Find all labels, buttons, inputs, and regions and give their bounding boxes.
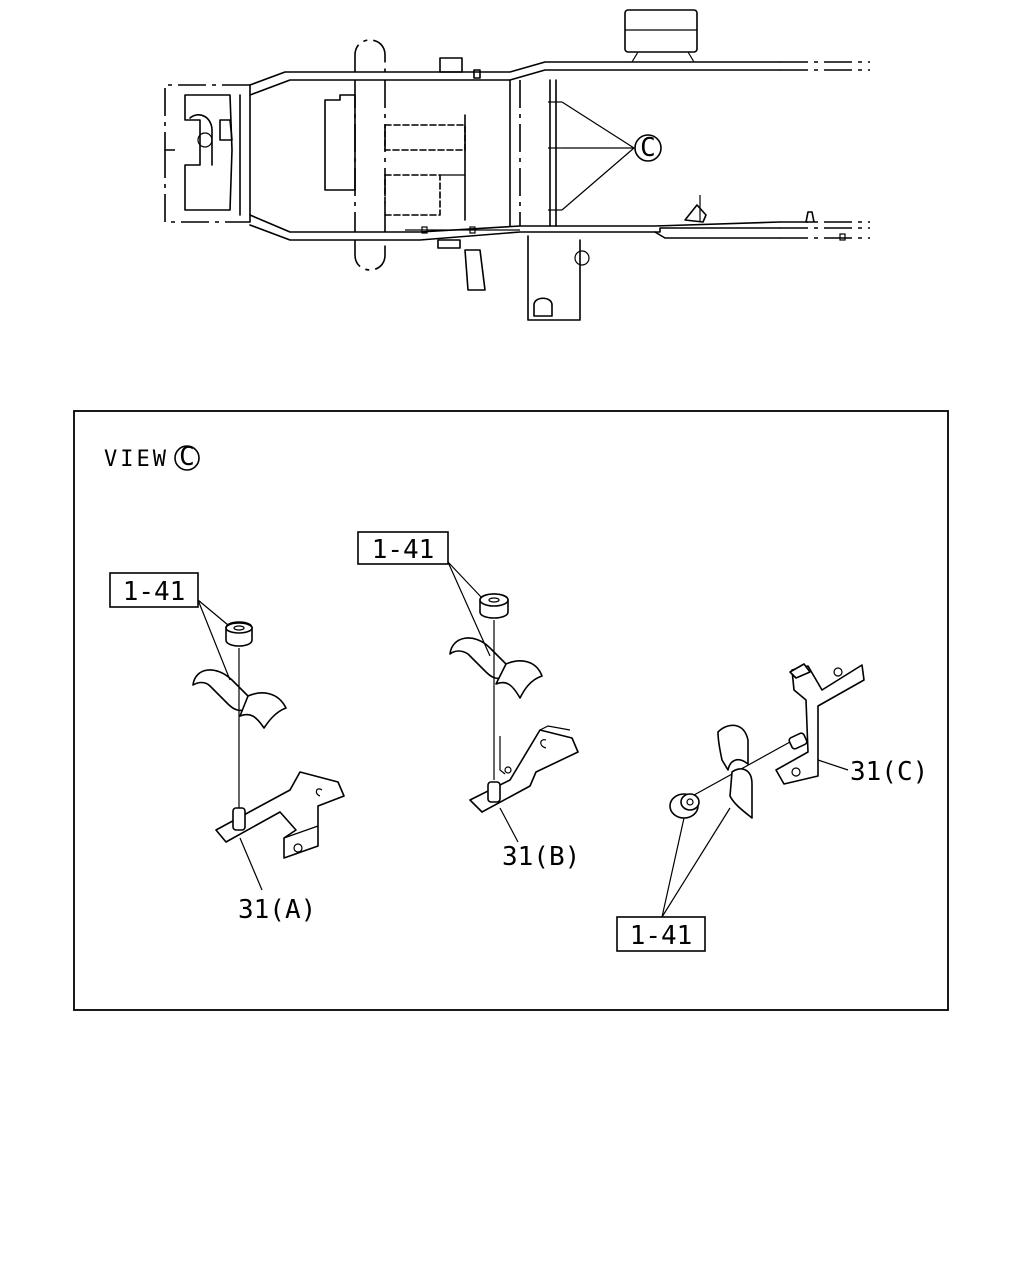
part-label-b: 31(B) (502, 842, 580, 872)
callout-ref-label-a: 1-41 (123, 577, 186, 607)
view-c-heading: VIEW C (104, 442, 200, 472)
clip-assembly-c: 1-41 31(C) (616, 663, 928, 952)
callout-ref-label-b: 1-41 (372, 535, 435, 565)
clip-assembly-a: 1-41 31(A) (109, 572, 345, 925)
callout-letter-c: C (640, 133, 656, 163)
clip-assembly-b: 1-41 31(B) (357, 531, 580, 872)
view-letter: C (179, 442, 195, 472)
view-c-callout: C (634, 133, 662, 163)
chassis-frame (164, 9, 870, 321)
callout-ref-label-c: 1-41 (630, 921, 693, 951)
part-label-a: 31(A) (238, 895, 316, 925)
view-word: VIEW (104, 447, 169, 472)
part-label-c: 31(C) (850, 757, 928, 787)
view-c-panel-border (73, 410, 949, 1011)
